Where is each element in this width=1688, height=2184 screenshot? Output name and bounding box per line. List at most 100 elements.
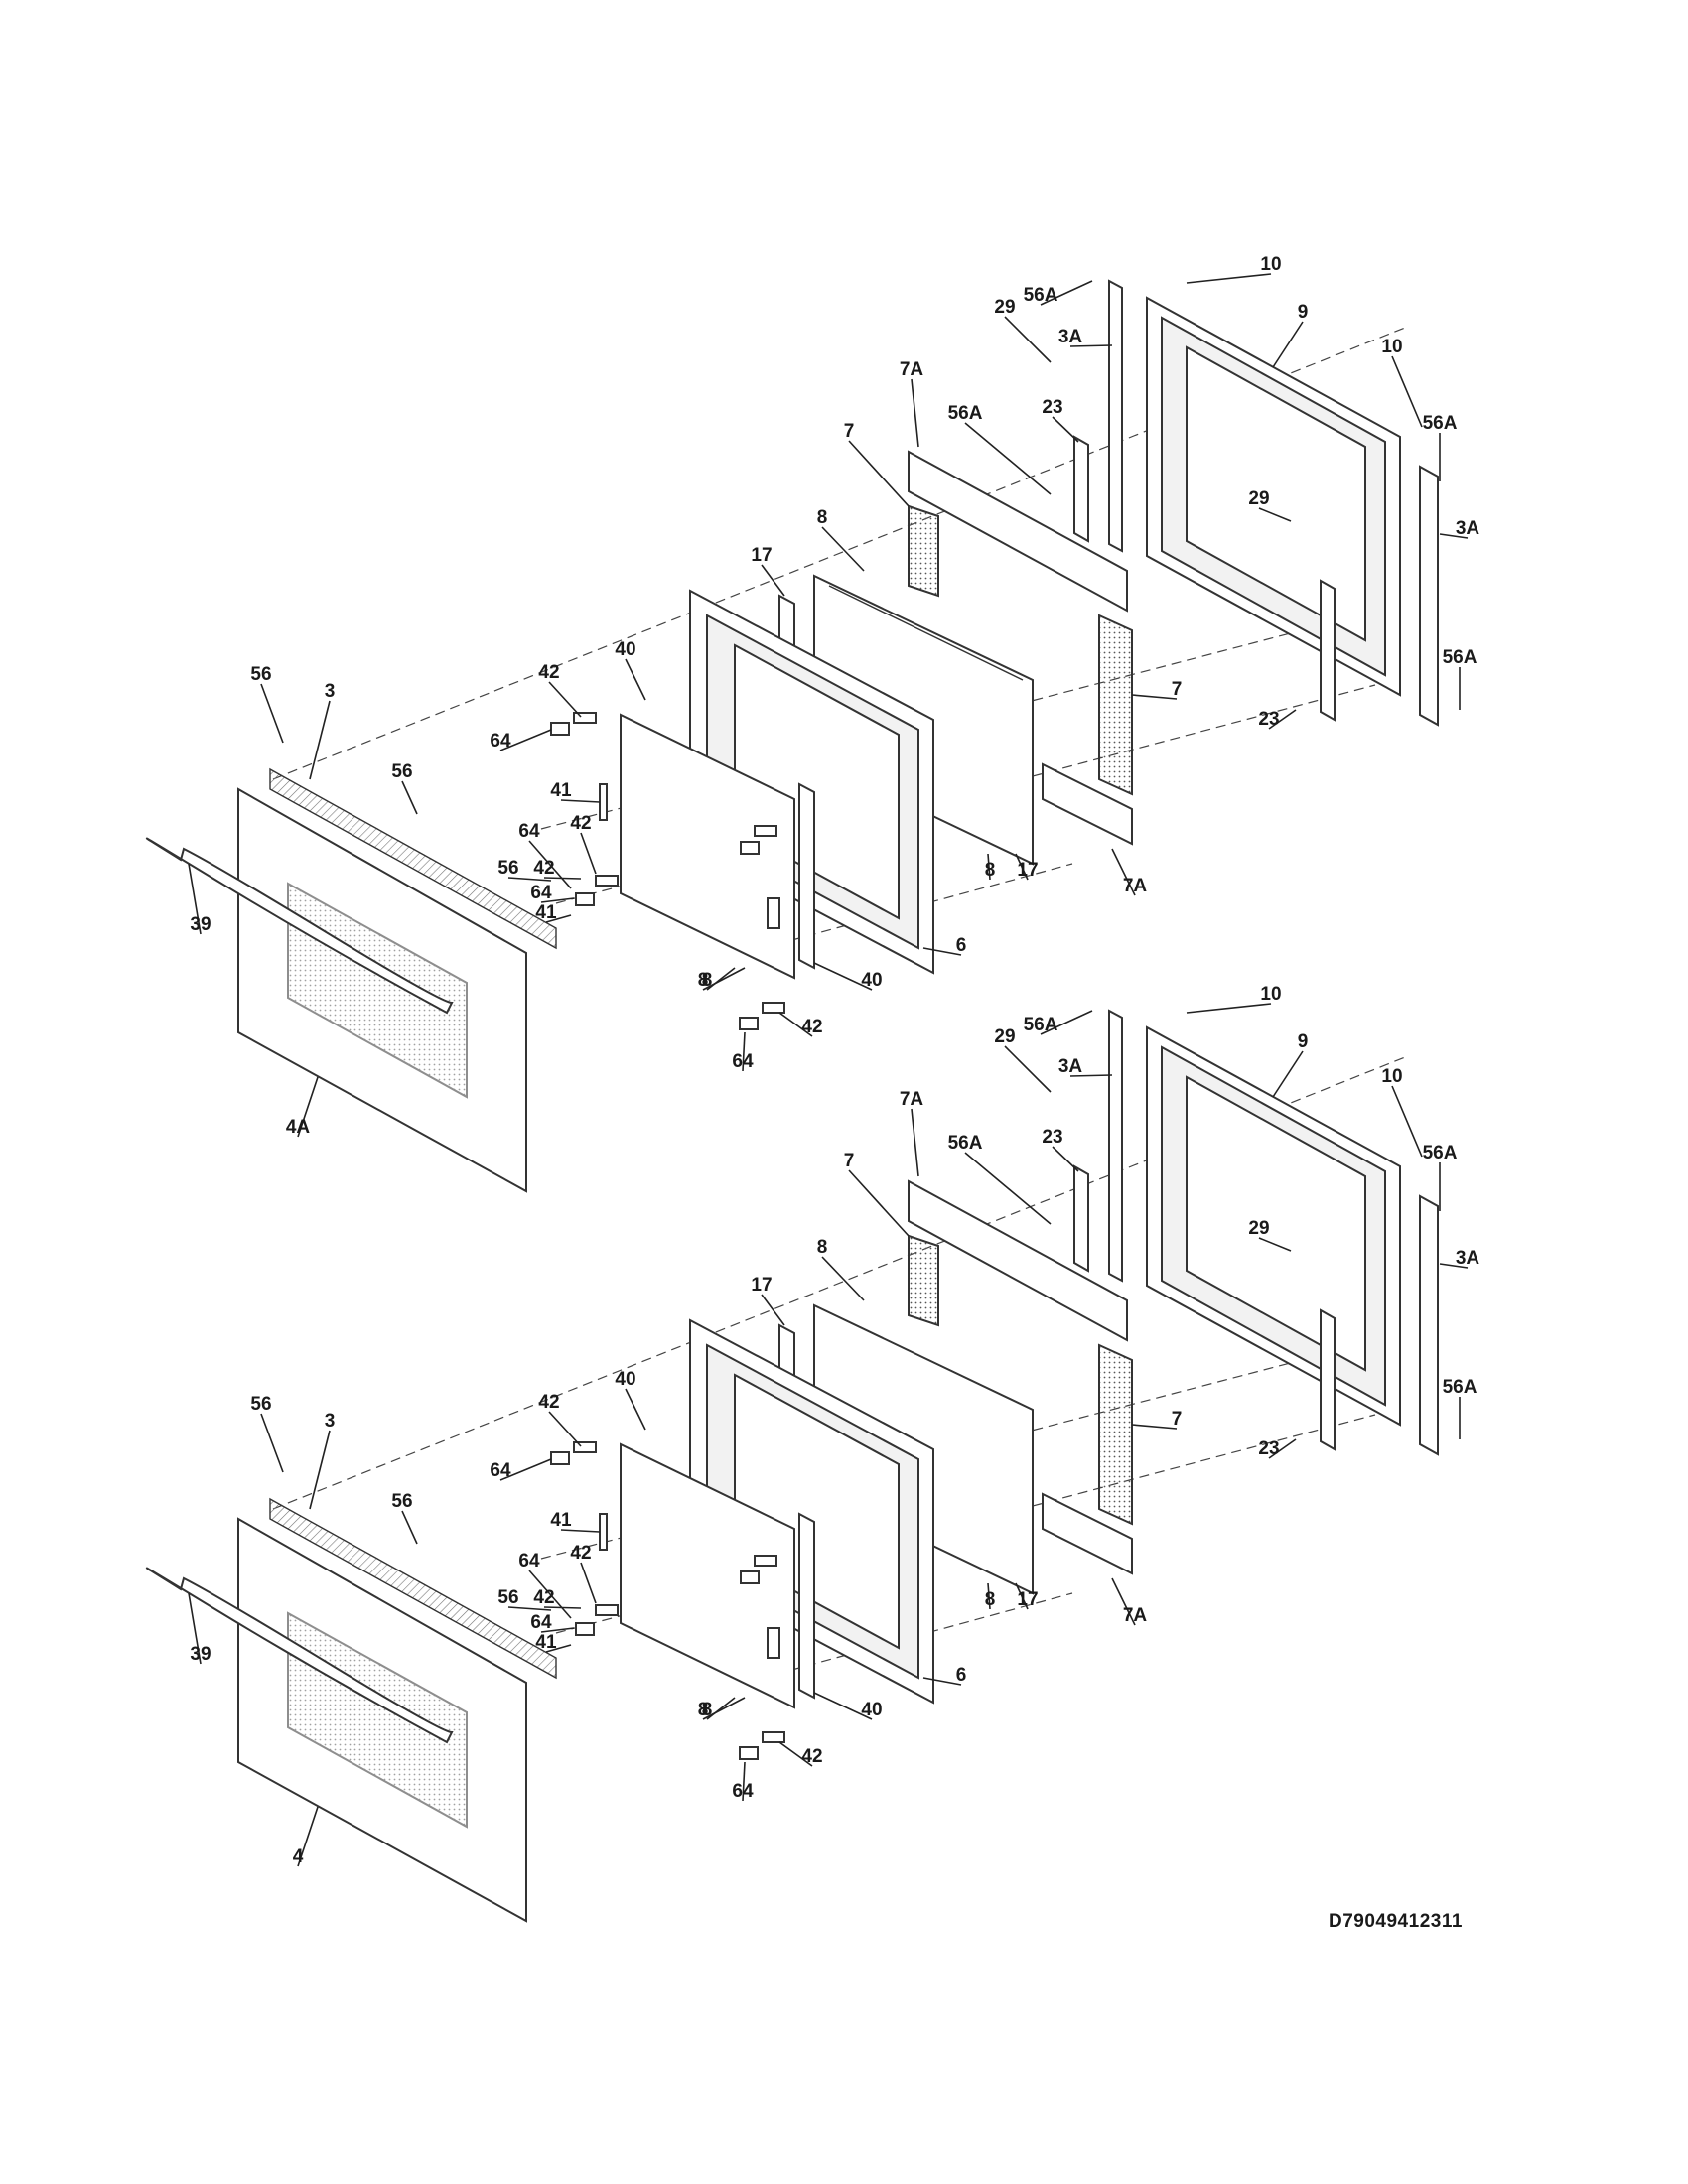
callout-leader (545, 914, 572, 923)
callout-leader (1272, 321, 1304, 368)
callout-leader (1111, 848, 1136, 896)
callout-label: 40 (615, 1369, 635, 1390)
callout-label: 41 (550, 780, 572, 801)
callout-leader (540, 897, 575, 903)
callout-label: 42 (533, 858, 554, 879)
callout-label: 9 (1298, 302, 1309, 323)
callout-label: 40 (615, 639, 635, 660)
callout-leader (260, 683, 284, 744)
callout-leader (702, 967, 746, 991)
callout-label: 56A (1024, 1015, 1058, 1035)
door-back-frame (1146, 296, 1401, 697)
callout-leader (706, 1697, 736, 1720)
callout-leader (987, 853, 991, 881)
callout-label: 3 (325, 1411, 336, 1432)
callout-leader (1004, 316, 1052, 363)
top-trim-3 (269, 767, 557, 950)
side-rail-3a-left (1108, 279, 1123, 553)
callout-label: 7A (1123, 1605, 1148, 1626)
callout-label: 42 (538, 1392, 559, 1413)
clip-64-d (739, 1746, 759, 1760)
callout-label: 7 (844, 421, 855, 442)
callout-label: 8 (698, 970, 709, 991)
upper-door-assembly (146, 279, 1439, 1193)
callout-leader (1391, 1085, 1423, 1158)
callout-label: 40 (861, 970, 882, 991)
clip-41-top (599, 783, 608, 821)
callout-label: 40 (861, 1700, 882, 1720)
callout-leader (761, 564, 785, 597)
callout-label: 6 (956, 935, 967, 956)
callout-label: 8 (817, 507, 828, 528)
clip-41-front (767, 897, 780, 929)
callout-label: 64 (490, 1460, 511, 1481)
callout-label: 10 (1260, 254, 1281, 275)
clip-42-a (573, 1441, 597, 1453)
callout-leader (813, 1692, 873, 1720)
callout-leader (761, 1294, 785, 1326)
callout-label: 10 (1260, 984, 1281, 1005)
callout-label: 7 (1172, 679, 1183, 700)
insulation-7a-top (908, 450, 1128, 613)
callout-label: 29 (1248, 1218, 1269, 1239)
callout-leader (1186, 273, 1272, 284)
callout-label: 6 (956, 1665, 967, 1686)
callout-leader (706, 967, 736, 991)
side-rail-3a-right (1419, 465, 1439, 727)
callout-leader (911, 1108, 919, 1177)
callout-label: 64 (530, 883, 552, 903)
clip-42-d (762, 1002, 785, 1014)
callout-label: 8 (702, 970, 713, 991)
callout-leader (848, 440, 910, 507)
callout-label: 17 (1017, 1589, 1038, 1610)
callout-leader (821, 526, 865, 572)
callout-leader (1131, 1424, 1178, 1430)
clip-64-c (740, 1570, 760, 1584)
insulation-7-left (908, 504, 939, 598)
callout-leader (848, 1169, 910, 1237)
callout-leader (1439, 533, 1469, 539)
callout-label: 56 (250, 1394, 271, 1415)
callout-leader (1111, 1577, 1136, 1626)
callout-label: 4A (286, 1117, 311, 1138)
callout-leader (742, 1761, 746, 1802)
callout-leader (260, 1413, 284, 1473)
callout-leader (1131, 694, 1178, 700)
callout-label: 56A (948, 1133, 983, 1154)
clip-64-d (739, 1017, 759, 1030)
callout-leader (188, 1592, 202, 1665)
callout-leader (309, 700, 331, 780)
clip-64-b (575, 892, 595, 906)
clip-64-c (740, 841, 760, 855)
callout-label: 17 (1017, 860, 1038, 881)
callout-leader (702, 1697, 746, 1720)
callout-label: 56 (497, 1587, 518, 1608)
callout-label: 56 (250, 664, 271, 685)
callout-label: 42 (533, 1587, 554, 1608)
clip-42-b (595, 1604, 619, 1616)
callout-leader (1268, 709, 1297, 730)
callout-label: 3A (1456, 1248, 1480, 1269)
callout-leader (1004, 1045, 1052, 1093)
callout-label: 56A (1024, 285, 1058, 306)
callout-label: 8 (698, 1700, 709, 1720)
callout-leader (560, 799, 601, 803)
callout-leader (401, 780, 418, 815)
callout-label: 17 (751, 545, 772, 566)
callout-leader (580, 832, 597, 875)
callout-label: 23 (1258, 1438, 1279, 1459)
clip-64-a (550, 1451, 570, 1465)
insulation-7-left (908, 1234, 939, 1327)
callout-leader (1040, 1010, 1093, 1035)
callout-label: 42 (801, 1746, 822, 1767)
callout-label: 39 (190, 1644, 211, 1665)
callout-leader (507, 1606, 552, 1611)
callout-leader (548, 1411, 582, 1447)
callout-leader (188, 863, 202, 935)
callout-label: 39 (190, 914, 211, 935)
hinge-23-bottom (1320, 1308, 1336, 1451)
callout-leader (1258, 1237, 1292, 1252)
callout-label: 23 (1042, 1127, 1062, 1148)
